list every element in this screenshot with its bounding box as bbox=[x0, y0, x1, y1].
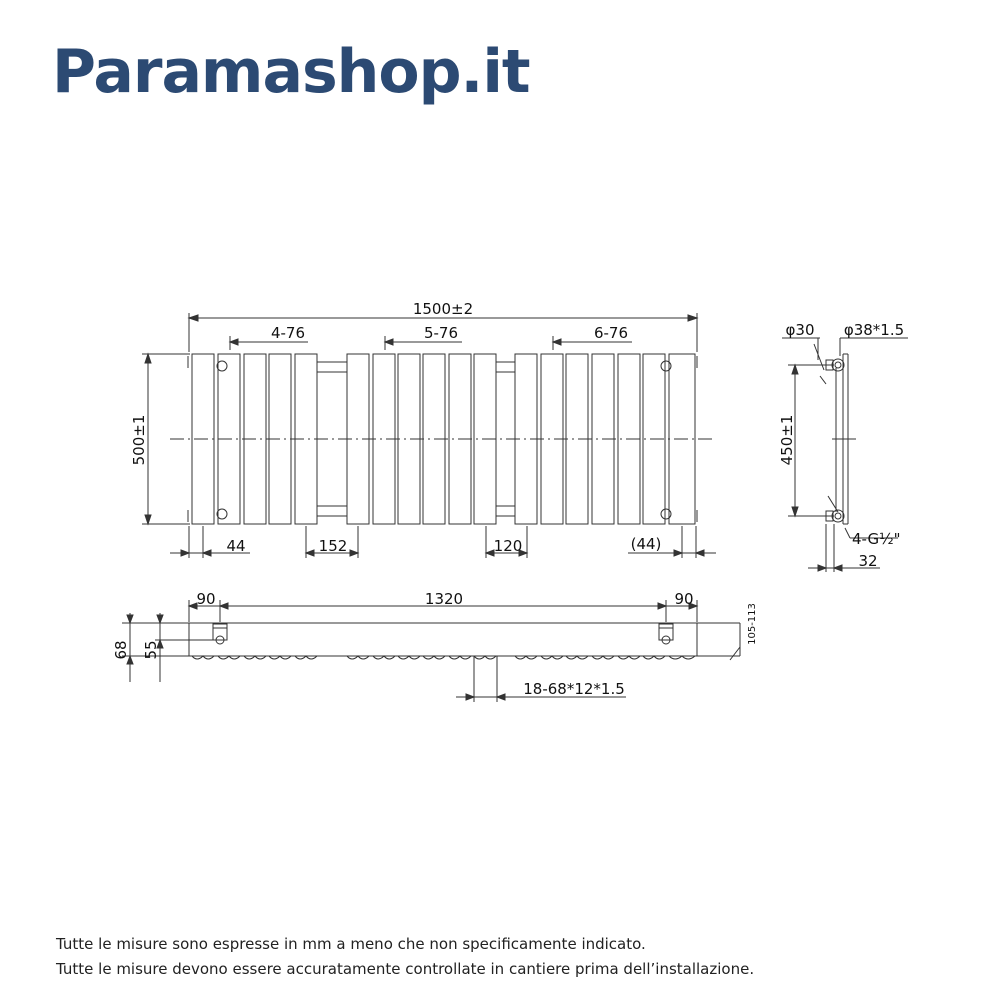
front-group1-label: 4-76 bbox=[271, 324, 305, 342]
top-right-offset-label: 90 bbox=[674, 590, 693, 608]
top-depth-label: 68 bbox=[112, 640, 130, 659]
side-depth-label: 32 bbox=[858, 552, 877, 570]
side-height-label: 450±1 bbox=[778, 415, 796, 466]
note-site-check: Tutte le misure devono essere accuratame… bbox=[56, 960, 755, 978]
front-bottom-label-120: 120 bbox=[494, 537, 523, 555]
front-group2-label: 5-76 bbox=[424, 324, 458, 342]
front-width-label: 1500±2 bbox=[413, 300, 473, 318]
front-bottom-label-44-ref: (44) bbox=[631, 535, 662, 553]
top-axis-label: 55 bbox=[142, 640, 160, 659]
top-tube-spec-label: 18-68*12*1.5 bbox=[523, 680, 625, 698]
front-view bbox=[142, 313, 716, 558]
top-center-distance-label: 1320 bbox=[425, 590, 463, 608]
brand-logo-text: Paramashop.it bbox=[52, 37, 531, 107]
side-view bbox=[782, 337, 908, 572]
note-measurements-unit: Tutte le misure sono espresse in mm a me… bbox=[56, 935, 646, 953]
top-left-offset-label: 90 bbox=[196, 590, 215, 608]
side-connection-label: 4-G½" bbox=[852, 530, 901, 548]
front-bottom-label-44: 44 bbox=[226, 537, 245, 555]
top-view bbox=[122, 600, 741, 702]
top-wall-distance-label: 105-113 bbox=[747, 603, 758, 645]
front-bottom-label-152: 152 bbox=[319, 537, 348, 555]
front-height-label: 500±1 bbox=[130, 415, 148, 466]
side-bracket-label: φ38*1.5 bbox=[844, 321, 904, 339]
front-group3-label: 6-76 bbox=[594, 324, 628, 342]
side-pipe-dia-label: φ30 bbox=[786, 321, 815, 339]
